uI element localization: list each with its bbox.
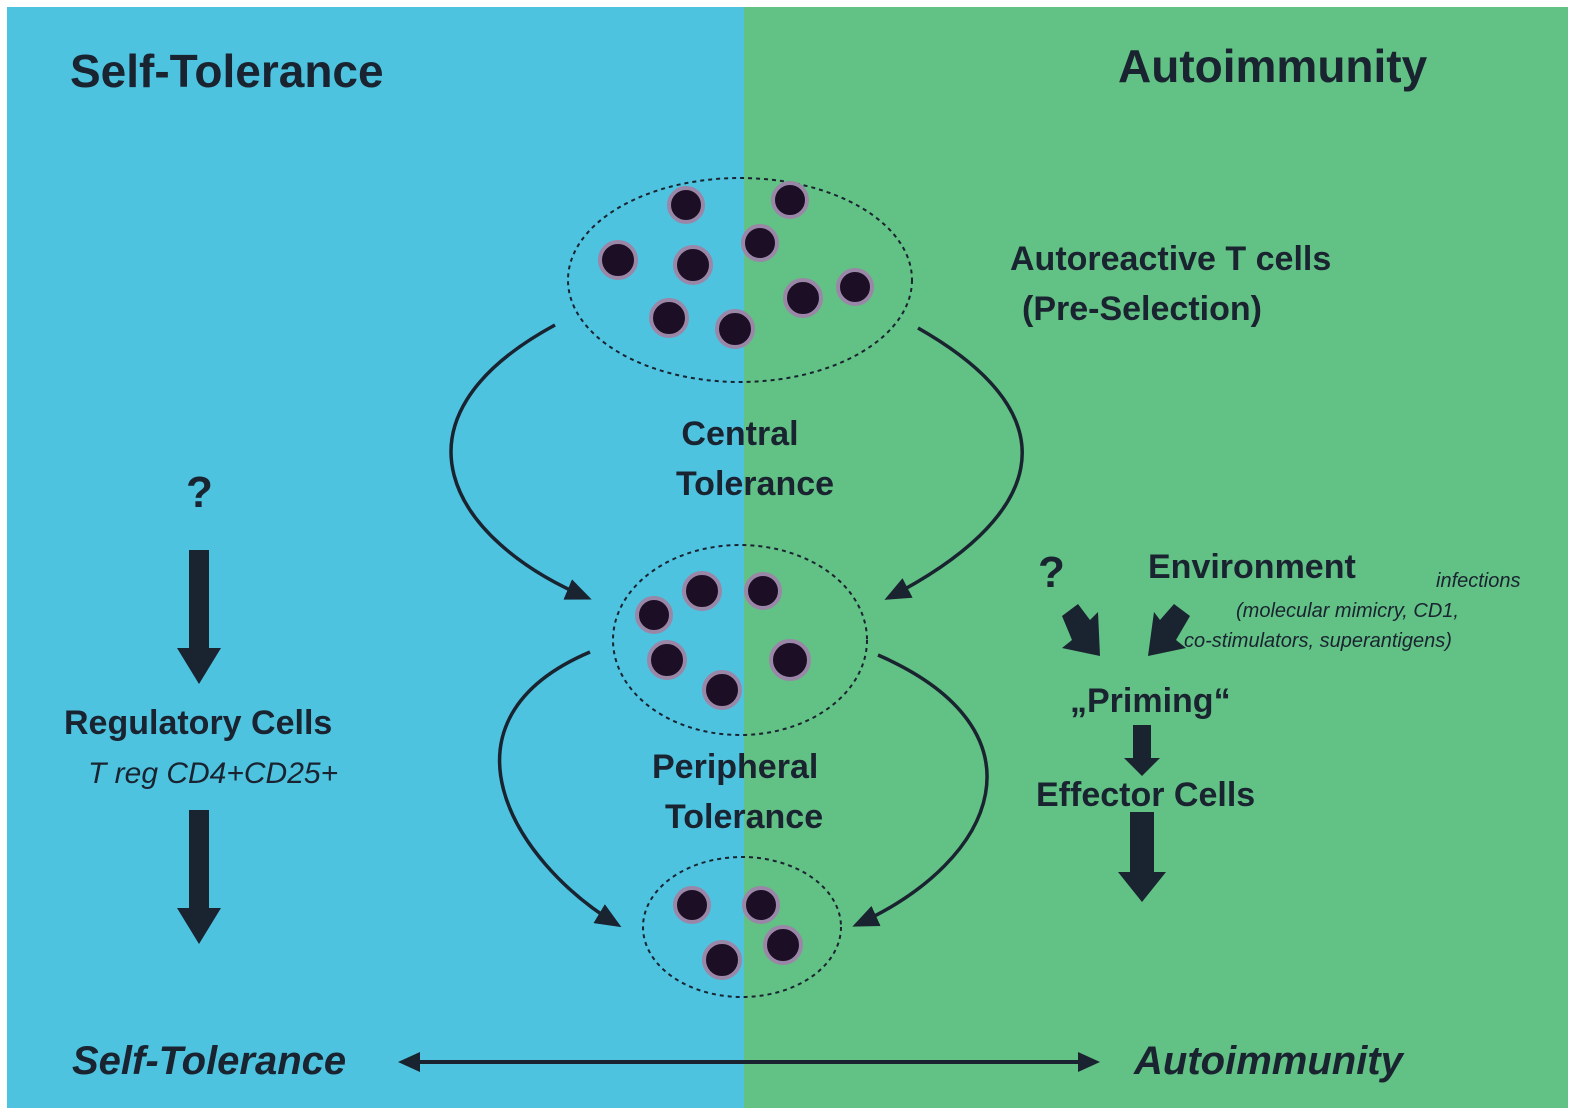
bottom-double-arrow <box>398 1052 1100 1072</box>
t-cell-icon <box>742 886 780 924</box>
arrow-icon <box>1118 812 1166 902</box>
arrow-icon <box>884 326 1024 600</box>
arrow-icon <box>177 810 221 944</box>
mimicry-note: (molecular mimicry, CD1, <box>1236 600 1459 622</box>
t-cell-icon <box>741 224 779 262</box>
preselection-pool <box>567 177 913 383</box>
bottom-autoimmunity-label: Autoimmunity <box>1134 1039 1403 1083</box>
t-cell-icon <box>771 181 809 219</box>
environment-label: Environment <box>1148 548 1356 586</box>
central-label: Central <box>681 415 799 453</box>
t-cell-icon <box>673 886 711 924</box>
arrow-icon <box>1124 725 1160 776</box>
arrow-icon <box>177 550 221 684</box>
arrow-icon <box>449 323 592 600</box>
preselection-label: (Pre-Selection) <box>1022 290 1262 328</box>
priming-label: „Priming“ <box>1070 682 1231 720</box>
right-heading: Autoimmunity <box>1118 40 1428 92</box>
arrow-icon <box>852 653 989 927</box>
t-cell-icon <box>649 298 689 338</box>
t-cell-icon <box>598 240 638 280</box>
t-cell-icon <box>763 925 803 965</box>
right-question-mark: ? <box>1038 548 1065 597</box>
t-cell-icon <box>702 940 742 980</box>
left-question-mark: ? <box>186 468 213 517</box>
central-tolerance-label: Tolerance <box>675 465 835 503</box>
costimulators-note: co-stimulators, superantigens) <box>1184 630 1452 652</box>
treg-label: T reg CD4+CD25+ <box>88 757 339 790</box>
bottom-self-tolerance-label: Self-Tolerance <box>72 1039 347 1083</box>
arrow-icon <box>1062 604 1100 656</box>
t-cell-icon <box>673 245 713 285</box>
t-cell-icon <box>783 278 823 318</box>
t-cell-icon <box>682 571 722 611</box>
t-cell-icon <box>667 186 705 224</box>
left-heading: Self-Tolerance <box>70 45 384 97</box>
post-central-pool <box>612 544 868 736</box>
peripheral-label: Peripheral <box>652 748 819 786</box>
t-cell-icon <box>769 639 811 681</box>
effector-cells-label: Effector Cells <box>1036 776 1256 814</box>
peripheral-tolerance-label: Tolerance <box>665 798 824 836</box>
t-cell-icon <box>635 596 673 634</box>
arrow-icon <box>497 650 622 928</box>
regulatory-cells-label: Regulatory Cells <box>64 704 333 742</box>
infections-note: infections <box>1436 570 1521 592</box>
arrow-icon <box>1148 604 1190 656</box>
t-cell-icon <box>715 309 755 349</box>
t-cell-icon <box>744 572 782 610</box>
t-cell-icon <box>702 670 742 710</box>
autoreactive-label: Autoreactive T cells <box>1010 240 1332 278</box>
autoimmunity-panel <box>744 7 1568 1108</box>
t-cell-icon <box>647 640 687 680</box>
t-cell-icon <box>836 268 874 306</box>
post-peripheral-pool <box>642 856 842 998</box>
